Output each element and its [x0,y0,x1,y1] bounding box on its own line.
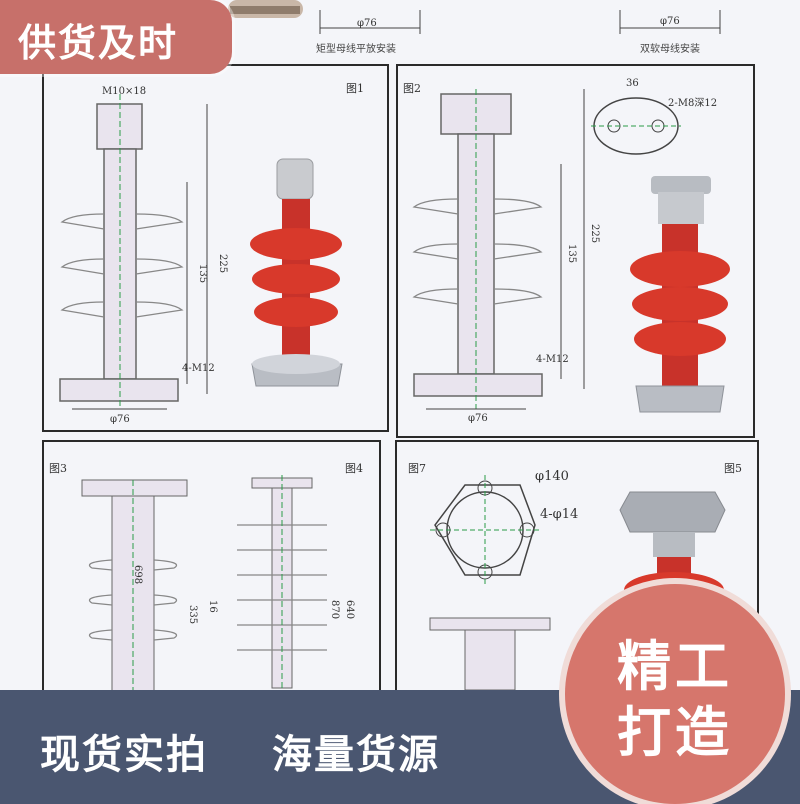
spot-photo-text: 现货实拍 [40,732,208,778]
caption-double-soft-busbar: 双软母线安装 [640,42,700,55]
figure-3-4-drawing: 698 335 16 870 640 [81,475,355,690]
caption-flat-busbar: 矩型母线平放安装 [316,42,396,55]
figure-2-frame [396,64,755,438]
fig2-total-height: 225 [589,224,600,243]
fig4-h3: 640 [344,600,355,619]
craftsmanship-line2: 打造 [617,701,733,764]
figure-7-5-drawing: φ140 4-φ14 [429,469,726,690]
fig1-top-thread: M10×18 [102,86,146,97]
fig2-bolts: 4-M12 [536,354,569,365]
fig2-top-holes: 2-M8深12 [668,97,717,109]
catalog-sheet: φ76 φ76 矩型母线平放安装 双软母线安装 图1 225 135 M10×1… [0,0,800,690]
figure-3-label: 图3 [49,462,67,475]
figure-7-label: 图7 [408,462,426,475]
fig1-inner-height: 135 [197,264,208,283]
delivery-badge-text: 供货及时 [18,21,179,65]
top-right-dim: φ76 [660,16,680,27]
figure-4-label: 图4 [345,462,363,475]
fig2-base-dia: φ76 [468,413,488,424]
fig2-inner-height: 135 [566,244,577,263]
figure-1-label: 图1 [346,82,364,95]
craftsmanship-badge: 精工 打造 [565,584,785,804]
craftsmanship-line1: 精工 [617,635,733,698]
fig7-holes: 4-φ14 [540,507,578,522]
figure-5-label: 图5 [724,462,742,475]
figure-1-drawing: 225 135 M10×18 4-M12 φ76 [59,86,343,425]
massive-supply-text: 海量货源 [272,732,440,778]
top-mid-dim: φ76 [357,18,377,29]
fig1-bolts: 4-M12 [182,363,215,374]
top-strip: φ76 φ76 矩型母线平放安装 双软母线安装 [228,0,721,55]
fig4-h1: 16 [207,600,218,613]
delivery-badge: 供货及时 [0,0,232,74]
fig1-base-dia: φ76 [110,414,130,425]
figure-3-4-frame [42,440,381,690]
fig1-total-height: 225 [217,254,228,273]
figure-7-5-frame [395,440,759,690]
fig2-top-width: 36 [626,78,639,89]
figure-2-label: 图2 [403,82,421,95]
fig4-h2: 870 [329,600,340,619]
figure-2-drawing: 225 135 4-M12 φ76 36 2-M8深12 [412,78,730,424]
fig7-outer-dia: φ140 [535,469,569,484]
fig3-h2: 335 [187,605,198,624]
fig3-h1: 698 [132,565,143,584]
